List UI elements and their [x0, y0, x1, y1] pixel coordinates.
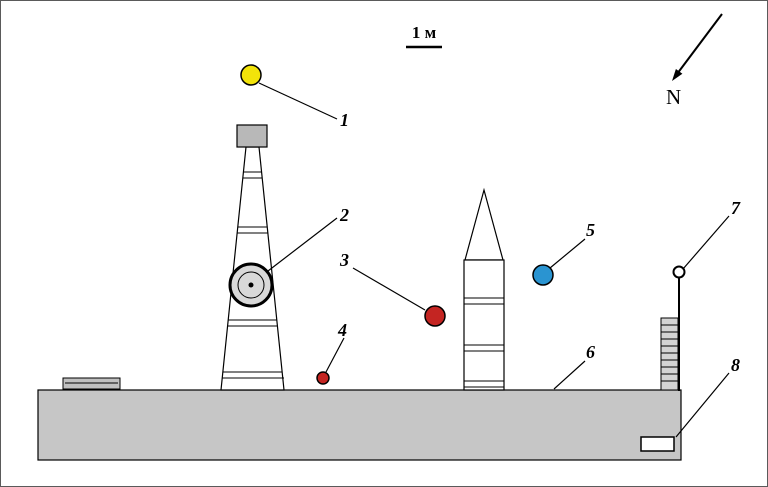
right-tower	[463, 187, 505, 391]
right-tower-bands	[464, 297, 504, 388]
leader-line-8	[675, 372, 730, 438]
leader-line-1	[258, 82, 338, 120]
callout-label-3: 3	[339, 250, 349, 270]
marker-blue-ball	[532, 264, 554, 286]
callout-label-5: 5	[586, 220, 595, 240]
ladder-rungs	[661, 324, 678, 382]
mast-cap-block	[236, 124, 268, 148]
platform-deck	[37, 389, 682, 461]
callout-label-8: 8	[731, 355, 740, 375]
leader-line-4	[325, 337, 345, 373]
callout-label-2: 2	[339, 205, 349, 225]
leader-line-7	[682, 215, 730, 270]
pole-top-ring	[672, 265, 686, 279]
deck-object	[62, 377, 121, 390]
hatch-rectangle	[640, 436, 675, 452]
north-arrow-head	[672, 69, 683, 81]
cable-reel-hub	[248, 282, 254, 288]
leader-line-5	[549, 238, 586, 269]
leader-line-2	[267, 217, 338, 272]
north-arrow-icon	[672, 13, 723, 81]
callout-label-6: 6	[586, 342, 595, 362]
cable-reel-inner-ring	[237, 271, 265, 299]
left-mast-bands	[222, 171, 284, 379]
callout-label-7: 7	[731, 198, 741, 218]
north-label: N	[666, 85, 681, 109]
leader-lines	[258, 82, 730, 438]
callout-label-4: 4	[337, 320, 347, 340]
cable-reel	[228, 262, 274, 308]
marker-small-red-ball	[316, 371, 330, 385]
right-tower-spire	[464, 187, 504, 261]
pole-with-ring	[672, 265, 686, 391]
ladder-column	[660, 317, 679, 391]
right-tower-column	[463, 259, 505, 391]
marker-yellow-ball	[240, 64, 262, 86]
marker-red-ball	[424, 305, 446, 327]
leader-line-3	[352, 267, 426, 311]
scale-bar-label: 1 м	[412, 23, 437, 42]
left-mast	[220, 124, 285, 391]
ladder-body	[660, 317, 679, 391]
north-arrow-shaft	[676, 13, 723, 75]
leader-line-6	[553, 360, 586, 390]
callout-label-1: 1	[340, 110, 349, 130]
